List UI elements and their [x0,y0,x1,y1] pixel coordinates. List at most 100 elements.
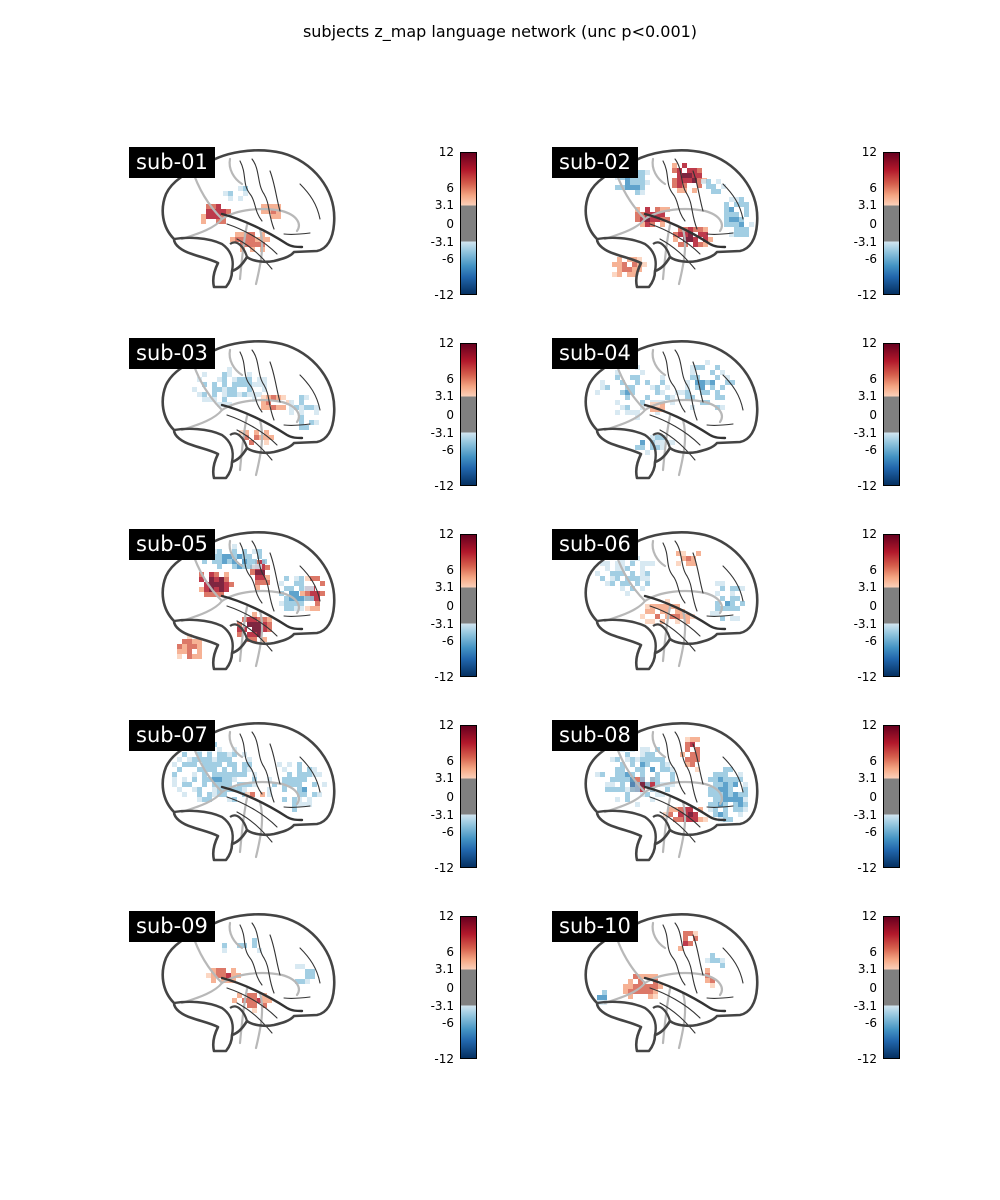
sulci [226,540,321,652]
glass-brain [584,913,759,1053]
glass-brain [584,531,759,671]
glass-brain [584,722,759,862]
colorbar-tick: 0 [446,980,454,995]
colorbar-tick: 12 [861,718,877,732]
colorbar-tick: -12 [434,288,454,302]
figure-title: subjects z_map language network (unc p<0… [302,22,698,41]
colorbar-tick: 3.1 [434,580,454,595]
colorbar-tick: -12 [434,1052,454,1066]
colorbar-tick: 6 [869,371,877,386]
inner-contours [180,730,300,859]
activation-voxels [597,931,725,1005]
subject-label: sub-04 [552,338,638,369]
colorbar-tick: -12 [857,1052,877,1066]
sulci [649,540,744,652]
colorbar-tick: 12 [438,909,454,923]
activation-voxels [595,360,735,455]
colorbar-tick: 12 [438,145,454,159]
colorbar-tick: 3.1 [857,771,877,786]
colorbar-tick: -3.1 [430,998,454,1013]
colorbar-tick: 6 [446,753,454,768]
subject-label: sub-02 [552,147,638,178]
colorbar-tick: 12 [861,145,877,159]
subject-label: sub-08 [552,720,638,751]
colorbar [883,725,900,868]
colorbar-tick: 0 [446,789,454,804]
glass-brain [161,531,336,671]
sulci [226,922,321,1034]
colorbar-tick: -12 [434,670,454,684]
colorbar-tick: -6 [442,1016,454,1031]
glass-brain [161,913,336,1053]
colorbar-tick: 3.1 [434,771,454,786]
colorbar-tick: 6 [446,180,454,195]
colorbar-tick: 6 [869,944,877,959]
colorbar-tick: 3.1 [434,198,454,213]
sulci [649,731,744,843]
inner-contours [603,730,723,859]
colorbar [460,916,477,1059]
subject-label: sub-10 [552,911,638,942]
colorbar-tick: -12 [434,479,454,493]
colorbar-tick: 3.1 [857,389,877,404]
colorbar [883,916,900,1059]
colorbar-tick: 12 [861,336,877,350]
colorbar [460,534,477,677]
colorbar-tick: 6 [446,944,454,959]
colorbar-tick: 0 [869,789,877,804]
sulci [226,158,321,270]
colorbar-tick: -3.1 [430,425,454,440]
subject-label: sub-09 [129,911,215,942]
colorbar-tick: 12 [861,909,877,923]
glass-brain [161,149,336,289]
colorbar-tick: -12 [857,861,877,875]
colorbar-tick: -12 [857,479,877,493]
glass-brain [584,340,759,480]
colorbar-tick: 3.1 [434,962,454,977]
colorbar-tick: -3.1 [853,234,877,249]
subject-label: sub-03 [129,338,215,369]
colorbar-tick: 12 [861,527,877,541]
colorbar-tick: 0 [446,216,454,231]
colorbar-tick: -12 [434,861,454,875]
colorbar-tick: -6 [442,252,454,267]
glass-brain [584,149,759,289]
colorbar-tick: 3.1 [857,580,877,595]
subject-panel-sub-09: sub-09 12 6 3.1 0 -3.1 -6 -12 [122,903,542,1073]
colorbar-tick: 6 [446,371,454,386]
colorbar-tick: -6 [442,634,454,649]
colorbar-tick: 6 [869,180,877,195]
sulci [649,922,744,1034]
inner-contours [180,539,300,668]
colorbar-tick: -6 [865,443,877,458]
subject-label: sub-05 [129,529,215,560]
colorbar [883,343,900,486]
colorbar-tick: -6 [865,252,877,267]
sulci [649,158,744,270]
colorbar-tick: 3.1 [434,389,454,404]
colorbar-tick: 3.1 [857,198,877,213]
colorbar-tick: -6 [865,825,877,840]
colorbar-tick: -3.1 [853,807,877,822]
colorbar [460,343,477,486]
sulci [226,349,321,461]
sulci [649,349,744,461]
glass-brain [161,722,336,862]
colorbar-tick: -6 [442,825,454,840]
colorbar-tick: -3.1 [853,425,877,440]
colorbar-tick: -3.1 [430,807,454,822]
colorbar-tick: -12 [857,670,877,684]
colorbar-tick: 12 [438,718,454,732]
colorbar-tick: -6 [442,443,454,458]
colorbar-tick: -3.1 [430,616,454,631]
subject-label: sub-07 [129,720,215,751]
colorbar-tick: -3.1 [853,616,877,631]
subject-label: sub-01 [129,147,215,178]
